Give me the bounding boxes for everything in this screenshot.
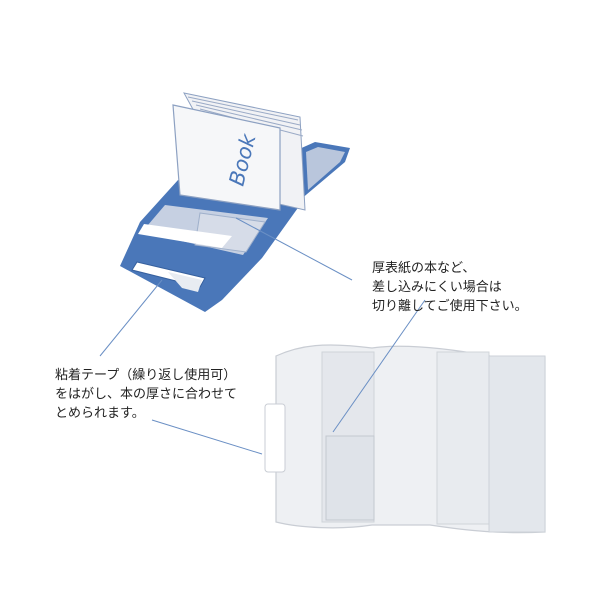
leader-line-tape-top xyxy=(99,279,163,357)
callout-adhesive-tape: 粘着テープ（繰り返し使用可） をはがし、本の厚さに合わせて とめられます。 xyxy=(55,366,237,423)
callout-tape-line-2: をはがし、本の厚さに合わせて xyxy=(55,387,238,402)
leader-line-cut xyxy=(332,299,426,433)
adhesive-tape-tab xyxy=(168,272,202,292)
film-spine xyxy=(436,351,490,525)
callout-thick-line-2: 差し込みにくい場合は xyxy=(372,280,502,295)
film-tape-slot xyxy=(264,403,286,473)
clear-film-cover xyxy=(264,344,546,534)
cover-white-strip xyxy=(138,224,232,248)
callout-thick-cover: 厚表紙の本など、 差し込みにくい場合は 切り離してご使用下さい。 xyxy=(372,259,528,316)
book-front-page xyxy=(172,104,281,211)
film-right-flap xyxy=(488,355,546,533)
leader-line-pocket xyxy=(235,217,353,281)
callout-thick-line-3: 切り離してご使用下さい。 xyxy=(372,299,528,314)
leader-line-tape-bottom xyxy=(151,419,263,455)
callout-tape-line-3: とめられます。 xyxy=(55,406,145,421)
film-pocket-cut-part xyxy=(325,435,375,521)
cover-right-flap-window xyxy=(306,147,345,190)
callout-thick-line-1: 厚表紙の本など、 xyxy=(372,261,476,276)
callout-tape-line-1: 粘着テープ（繰り返し使用可） xyxy=(55,368,237,383)
blue-cover-illustration: Book xyxy=(120,92,350,312)
